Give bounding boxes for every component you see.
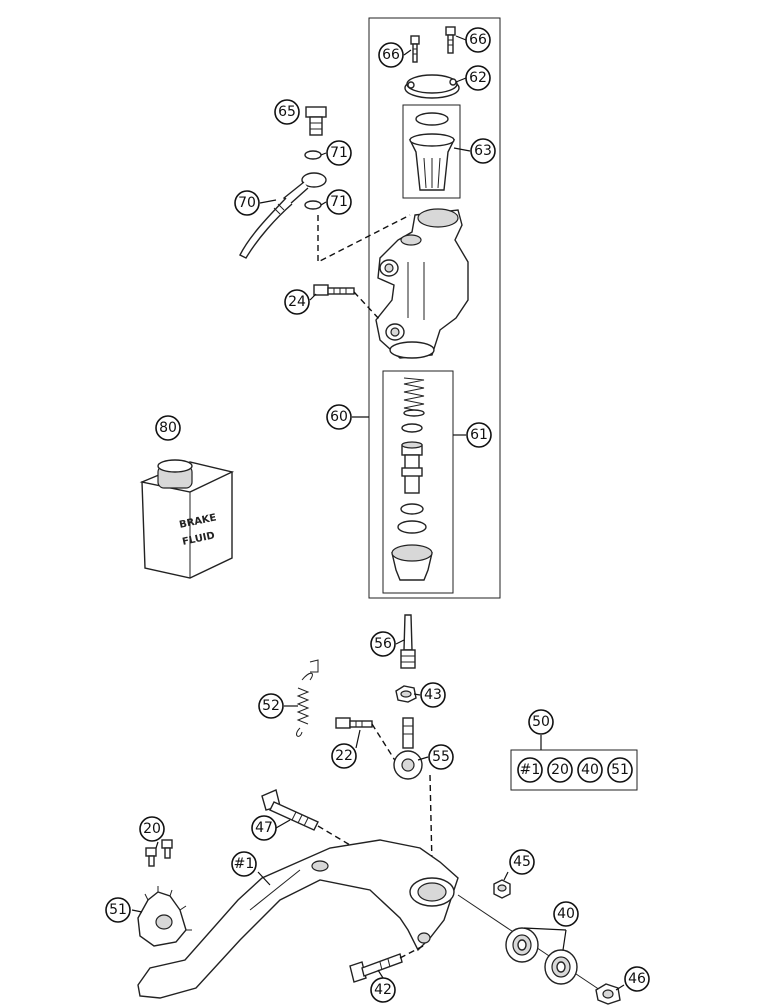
nut-45 xyxy=(493,879,511,899)
kit-50-box xyxy=(510,749,638,791)
callout-66-left: 66 xyxy=(378,42,404,68)
callout-20: 20 xyxy=(139,816,165,842)
svg-text:61: 61 xyxy=(470,427,488,443)
svg-text:50: 50 xyxy=(532,714,550,730)
callout-kit-20: 20 xyxy=(547,757,573,783)
bearing-40-a xyxy=(505,927,539,963)
brake-pedal-1 xyxy=(137,839,459,999)
callout-24: 24 xyxy=(284,289,310,315)
svg-text:#1: #1 xyxy=(234,856,255,872)
svg-text:43: 43 xyxy=(424,687,442,703)
callout-80: 80 xyxy=(155,415,181,441)
clevis-55 xyxy=(393,717,423,780)
brake-hose-70 xyxy=(239,172,327,259)
callout-pedal-1: #1 xyxy=(231,851,257,877)
callout-66-right: 66 xyxy=(465,27,491,53)
callout-63: 63 xyxy=(470,138,496,164)
svg-text:71: 71 xyxy=(330,145,348,161)
nut-46 xyxy=(595,983,621,1005)
svg-text:80: 80 xyxy=(159,420,177,436)
svg-text:52: 52 xyxy=(262,698,280,714)
callout-kit-51: 51 xyxy=(607,757,633,783)
nut-43 xyxy=(395,685,417,703)
svg-text:71: 71 xyxy=(330,194,348,210)
callout-22: 22 xyxy=(331,743,357,769)
svg-text:66: 66 xyxy=(382,47,400,63)
callout-71-bottom: 71 xyxy=(326,189,352,215)
connection-line-bolt-24 xyxy=(353,291,381,321)
bolt-22 xyxy=(335,717,373,729)
callout-46: 46 xyxy=(624,966,650,992)
callout-kit-40: 40 xyxy=(577,757,603,783)
svg-text:42: 42 xyxy=(374,982,392,998)
svg-text:63: 63 xyxy=(474,143,492,159)
connection-line-hose xyxy=(317,214,411,264)
banjo-bolt-65 xyxy=(305,106,327,136)
svg-text:51: 51 xyxy=(109,902,127,918)
master-cylinder-body xyxy=(375,208,469,359)
callout-70: 70 xyxy=(234,190,260,216)
diaphragm-63 xyxy=(408,112,456,191)
screw-66-right xyxy=(445,26,456,54)
screw-66-left xyxy=(410,35,420,63)
svg-text:22: 22 xyxy=(335,748,353,764)
piston-kit-61 xyxy=(391,377,433,581)
callout-43: 43 xyxy=(420,682,446,708)
washer-71-bottom xyxy=(304,200,322,210)
callout-61: 61 xyxy=(466,422,492,448)
callout-52: 52 xyxy=(258,693,284,719)
bearing-40-b xyxy=(544,949,578,985)
svg-text:45: 45 xyxy=(513,854,531,870)
callout-60: 60 xyxy=(326,404,352,430)
callout-kit-1: #1 xyxy=(517,757,543,783)
svg-text:60: 60 xyxy=(330,409,348,425)
screws-20 xyxy=(145,839,173,867)
svg-text:20: 20 xyxy=(143,821,161,837)
svg-text:#1: #1 xyxy=(520,762,541,778)
brake-fluid-bottle-80 xyxy=(139,459,235,579)
svg-text:24: 24 xyxy=(288,294,306,310)
callout-42: 42 xyxy=(370,977,396,1003)
callout-45: 45 xyxy=(509,849,535,875)
step-plate-51 xyxy=(137,886,192,947)
callout-40: 40 xyxy=(553,901,579,927)
washer-71-top xyxy=(304,150,322,160)
connection-line-clevis xyxy=(429,774,433,866)
callout-65: 65 xyxy=(274,99,300,125)
subframe-63 xyxy=(402,104,461,199)
callout-51: 51 xyxy=(105,897,131,923)
svg-text:56: 56 xyxy=(374,636,392,652)
svg-text:51: 51 xyxy=(611,762,629,778)
svg-text:65: 65 xyxy=(278,104,296,120)
callout-62: 62 xyxy=(465,65,491,91)
push-rod-56 xyxy=(400,614,416,669)
svg-text:20: 20 xyxy=(551,762,569,778)
callout-71-top: 71 xyxy=(326,140,352,166)
svg-text:46: 46 xyxy=(628,971,646,987)
connection-line-bolt-42 xyxy=(399,944,426,959)
spring-52 xyxy=(296,659,319,737)
svg-text:66: 66 xyxy=(469,32,487,48)
callout-50: 50 xyxy=(528,709,554,735)
bolt-42 xyxy=(349,953,403,983)
callout-47: 47 xyxy=(251,815,277,841)
svg-text:40: 40 xyxy=(557,906,575,922)
connection-line-bolt-47 xyxy=(317,825,351,846)
svg-text:47: 47 xyxy=(255,820,273,836)
svg-text:40: 40 xyxy=(581,762,599,778)
reservoir-cover-62 xyxy=(404,74,460,99)
callout-55: 55 xyxy=(428,744,454,770)
leader-lines xyxy=(131,35,625,991)
svg-text:62: 62 xyxy=(469,70,487,86)
subframe-61 xyxy=(382,370,454,594)
connection-line-bolt-22 xyxy=(371,723,397,763)
bolt-24 xyxy=(313,284,355,296)
bearing-40-leaders xyxy=(523,927,567,951)
callout-56: 56 xyxy=(370,631,396,657)
svg-text:55: 55 xyxy=(432,749,450,765)
svg-text:70: 70 xyxy=(238,195,256,211)
bolt-47 xyxy=(261,789,319,831)
